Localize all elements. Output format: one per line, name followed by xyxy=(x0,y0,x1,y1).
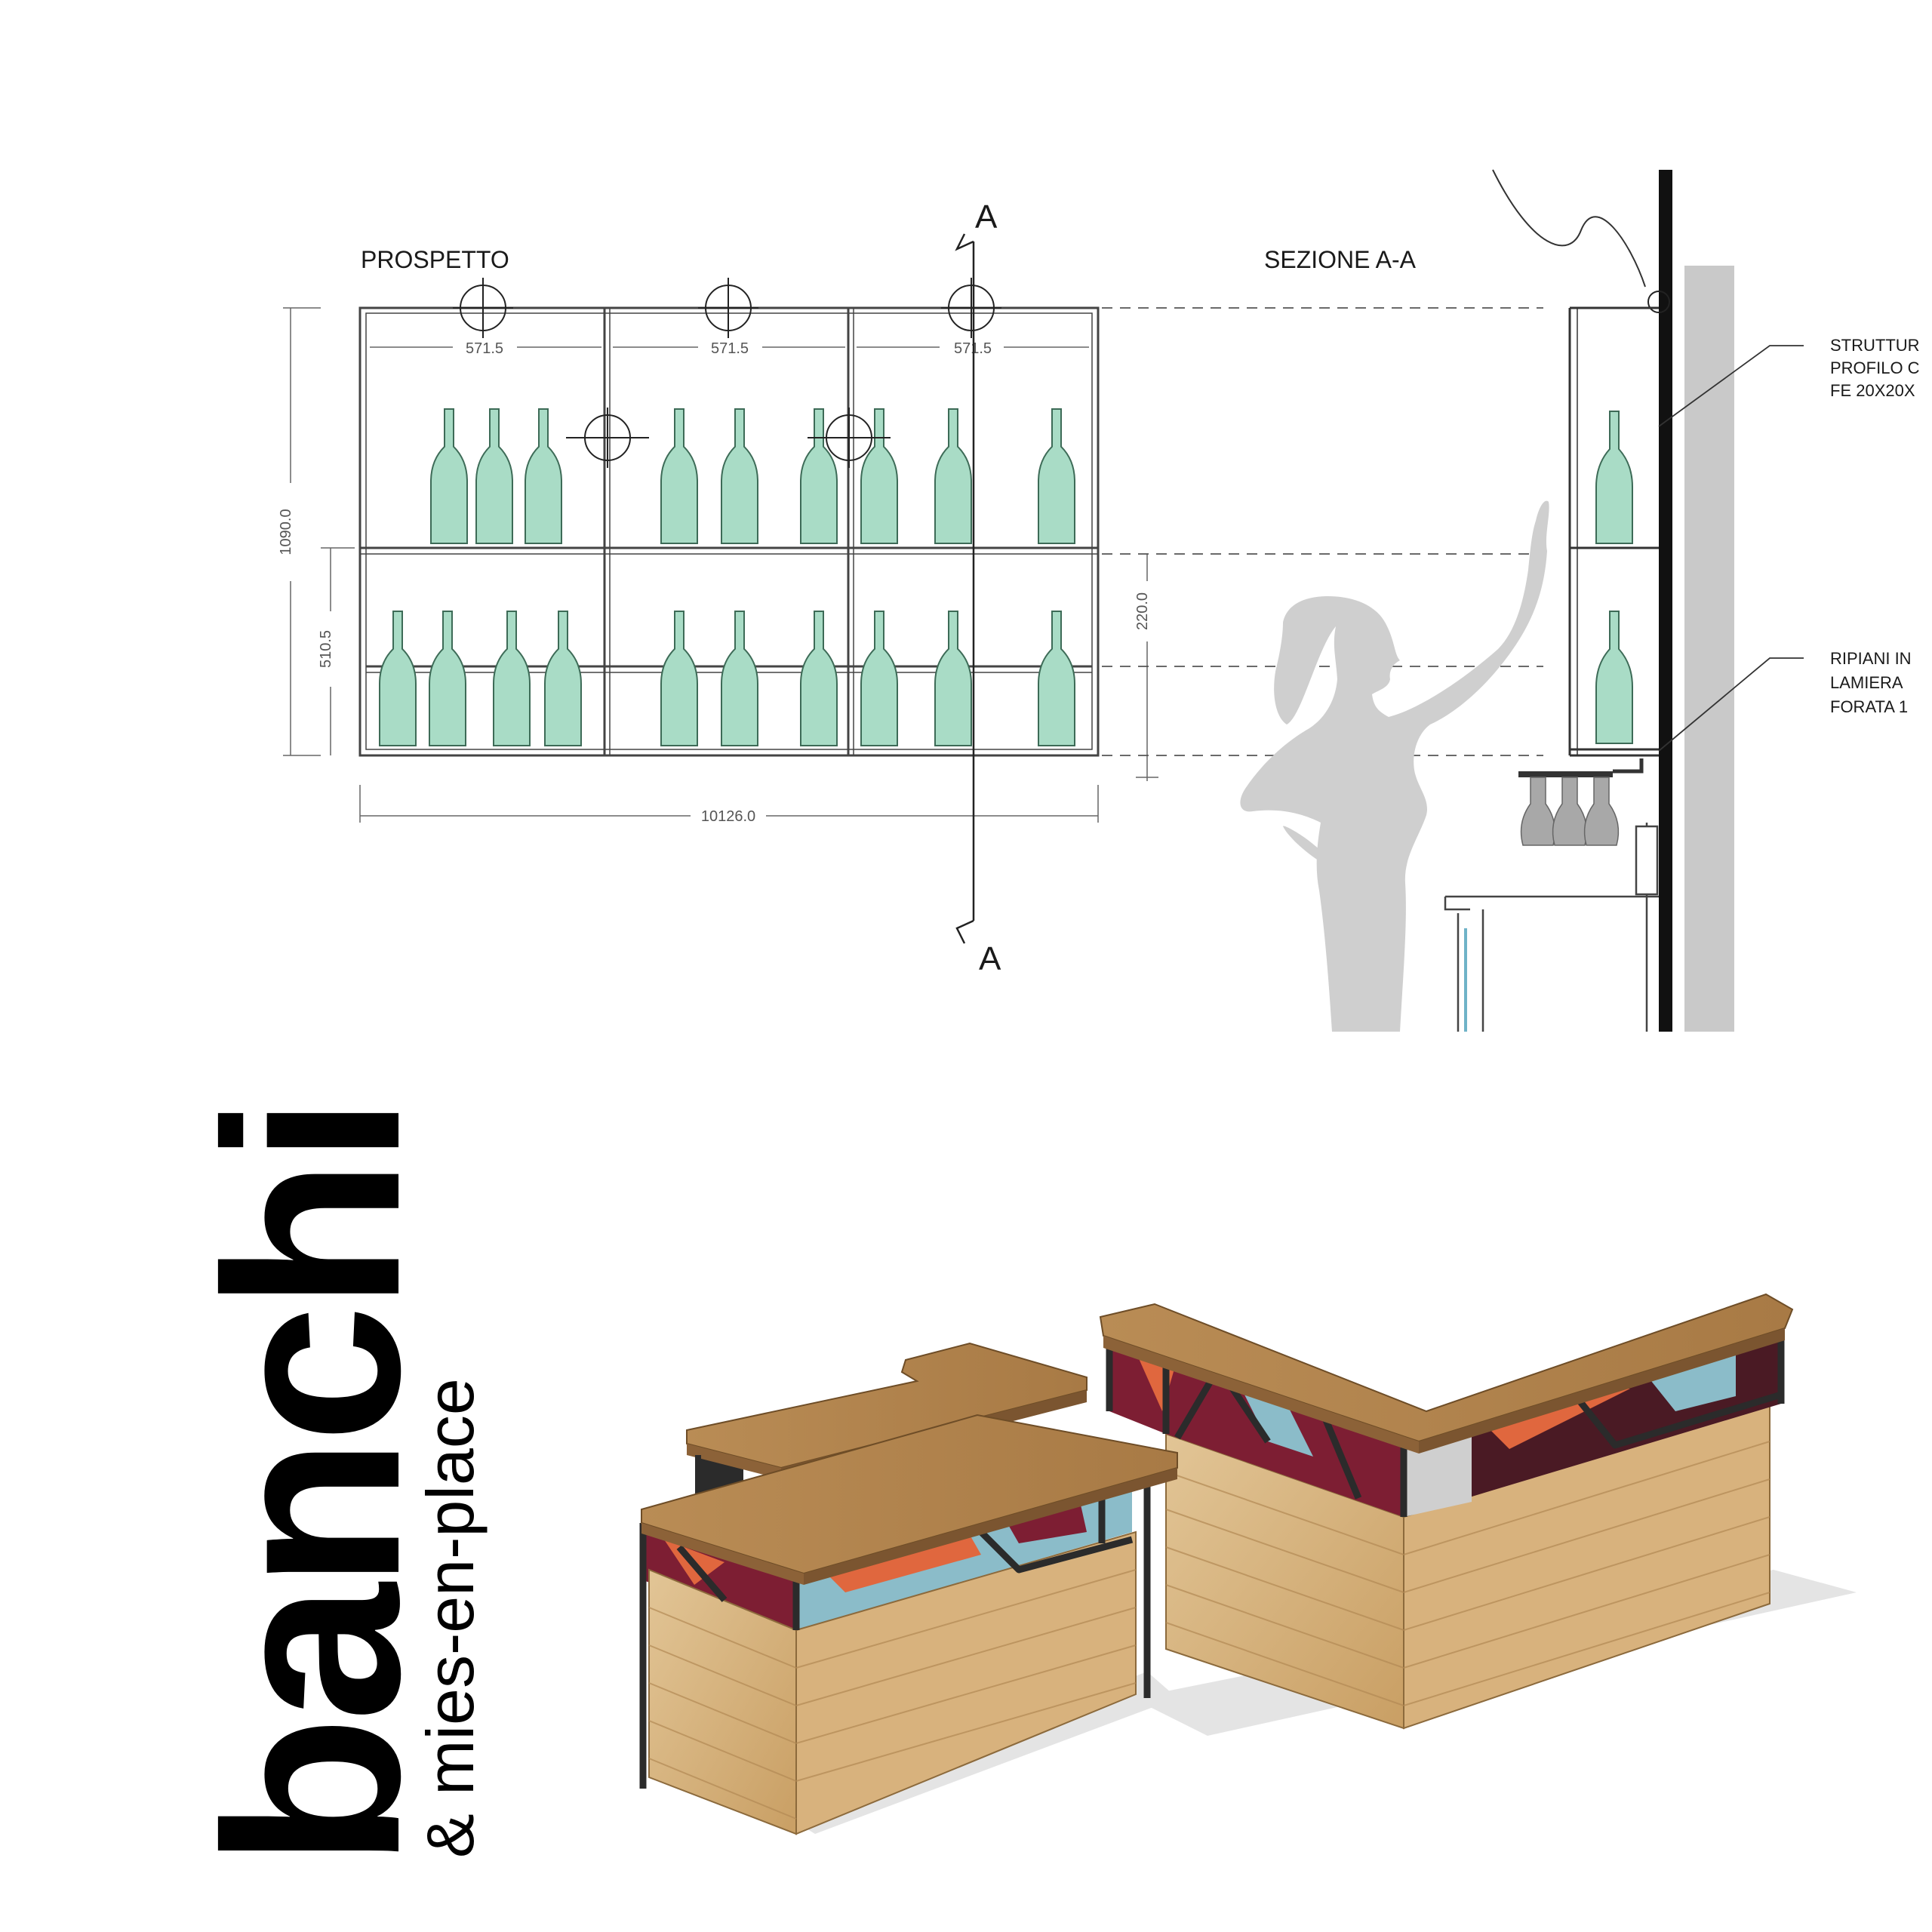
elevation-title: PROSPETTO xyxy=(361,246,509,273)
cable-line xyxy=(1492,169,1646,288)
note-leaders xyxy=(1658,345,1804,752)
total-height-label: 1090.0 xyxy=(278,509,294,555)
wine-bottle-icon xyxy=(429,611,466,746)
section-drawing: SEZIONE A-A xyxy=(1240,169,1920,1032)
lower-height-label: 510.5 xyxy=(318,630,334,668)
shelf-gap-dimension xyxy=(1136,554,1158,781)
anchor-markers xyxy=(453,278,1001,468)
note-structure-line-2: PROFILO C xyxy=(1830,358,1920,377)
note-shelves-line-1: RIPIANI IN xyxy=(1830,649,1912,668)
wine-bottle-icon xyxy=(379,611,417,746)
wine-bottle-icon xyxy=(934,611,972,746)
bottle-group xyxy=(379,408,1075,746)
total-width-dimension xyxy=(359,785,1099,823)
section-cut-label-top: A xyxy=(975,198,998,235)
wine-bottle-icon xyxy=(475,408,513,544)
counter-render xyxy=(639,1293,1857,1835)
wall xyxy=(1684,266,1734,1032)
wine-bottle-icon xyxy=(660,408,698,544)
bay-width-1: 571.5 xyxy=(466,340,503,357)
human-silhouette xyxy=(1240,500,1549,1032)
wine-bottle-icon xyxy=(800,408,838,544)
height-dimensions xyxy=(283,307,355,756)
wine-bottle-icon xyxy=(860,408,898,544)
note-shelves-line-2: LAMIERA xyxy=(1830,673,1903,692)
wall-post xyxy=(1659,170,1672,1032)
wine-bottle-icon xyxy=(800,611,838,746)
section-title: SEZIONE A-A xyxy=(1264,246,1417,273)
heading-subtitle: & mies-en-place xyxy=(413,1378,488,1858)
wine-bottle-icon xyxy=(493,611,531,746)
section-bottles xyxy=(1595,411,1633,744)
wine-bottle-icon xyxy=(1038,611,1075,746)
note-structure-line-3: FE 20X20X xyxy=(1830,381,1915,400)
wine-bottle-icon xyxy=(1038,408,1075,544)
note-shelves-line-3: FORATA 1 xyxy=(1830,697,1908,716)
heading-title: banchi xyxy=(173,1102,451,1868)
wine-bottle-icon xyxy=(860,611,898,746)
heading: banchi & mies-en-place xyxy=(173,1102,488,1868)
total-width-label: 10126.0 xyxy=(701,808,755,825)
wine-bottle-icon xyxy=(721,611,758,746)
wine-bottle-icon xyxy=(721,408,758,544)
section-shelf-frame xyxy=(1568,306,1659,757)
elevation-drawing: PROSPETTO 5 xyxy=(278,198,1543,977)
glass-rack xyxy=(1518,758,1644,846)
section-cut-label-bottom: A xyxy=(979,940,1001,977)
wine-bottle-icon xyxy=(544,611,582,746)
bay-width-2: 571.5 xyxy=(711,340,749,357)
wine-bottle-icon xyxy=(660,611,698,746)
shelf-gap-label: 220.0 xyxy=(1134,592,1151,630)
section-counter xyxy=(1444,823,1659,1032)
section-cut-line xyxy=(955,233,975,944)
wine-bottle-icon xyxy=(934,408,972,544)
wine-bottle-icon xyxy=(430,408,468,544)
note-structure-line-1: STRUTTUR xyxy=(1830,336,1920,355)
detail-marker xyxy=(1647,291,1670,313)
wine-bottle-icon xyxy=(525,408,562,544)
